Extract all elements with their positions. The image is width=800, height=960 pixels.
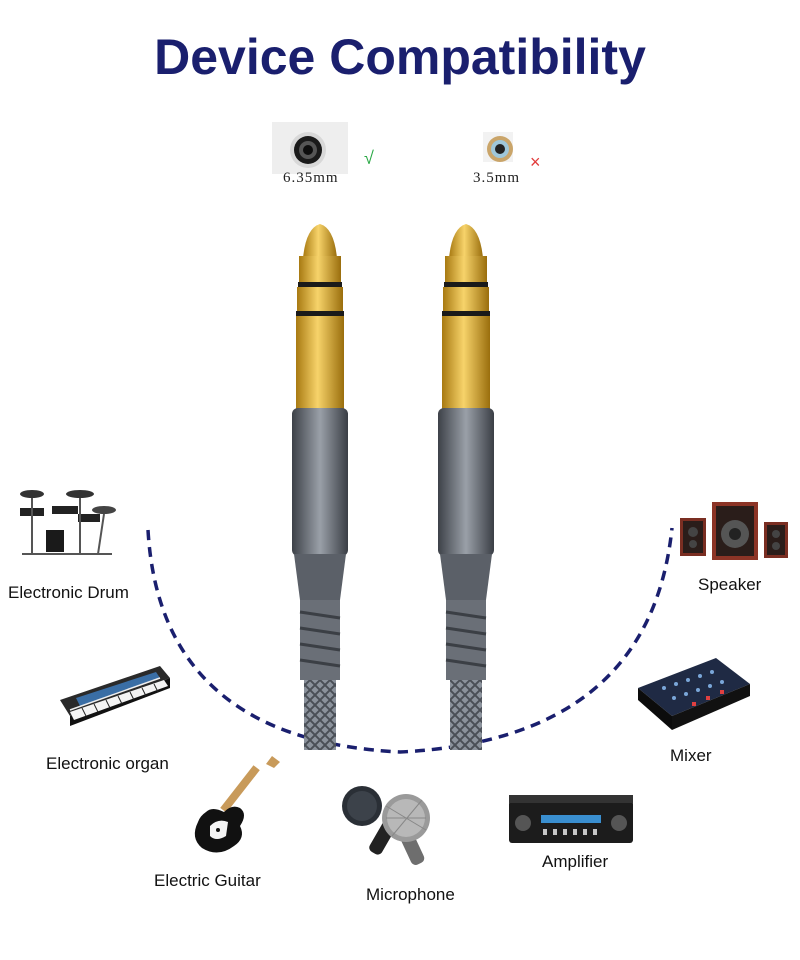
device-label-microphone: Microphone — [366, 885, 455, 904]
device-label-speaker: Speaker — [698, 575, 762, 594]
jack-label-small: 3.5mm — [473, 170, 521, 186]
device-label-amplifier: Amplifier — [542, 852, 609, 871]
connection-arc — [146, 527, 674, 754]
device-label-mixer: Mixer — [670, 746, 712, 765]
jack-6-35mm-icon — [272, 122, 348, 174]
device-label-organ: Electronic organ — [46, 754, 169, 773]
microphone-icon — [342, 776, 442, 868]
electric-guitar-icon — [188, 752, 284, 860]
left-plug — [292, 224, 348, 750]
page-title: Device Compatibility — [154, 29, 646, 85]
device-label-drum: Electronic Drum — [8, 583, 129, 602]
amplifier-icon — [507, 793, 635, 847]
device-label-guitar: Electric Guitar — [154, 871, 261, 890]
right-plug — [438, 224, 494, 750]
mixer-icon — [634, 654, 752, 736]
electronic-drum-icon — [12, 484, 120, 560]
speaker-icon — [680, 500, 790, 562]
check-icon: √ — [364, 148, 374, 168]
electronic-organ-icon — [56, 660, 172, 730]
jack-label-large: 6.35mm — [283, 170, 339, 186]
jack-3-5mm-icon — [475, 122, 529, 170]
cross-icon: × — [530, 152, 541, 172]
